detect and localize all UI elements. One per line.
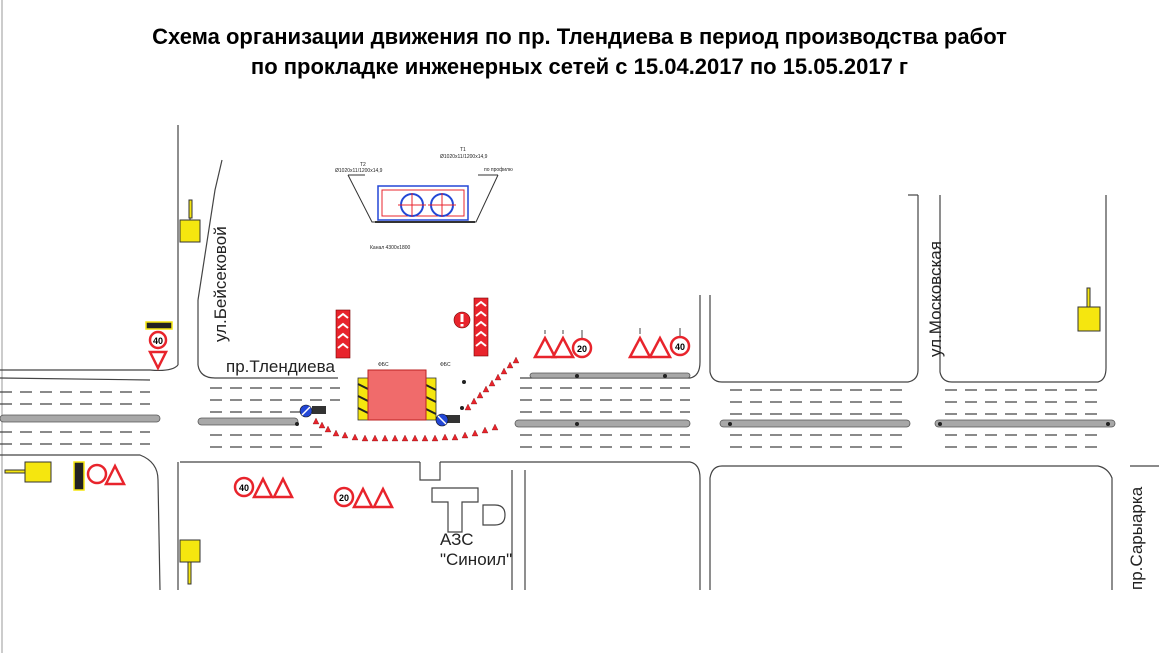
- speed-limit-sign: 20: [577, 344, 587, 354]
- medians: [0, 372, 1116, 428]
- pipe-t2-label: Т2: [360, 162, 366, 168]
- sign-group-west-2: [73, 461, 127, 491]
- sign-group-east-1: 20: [532, 330, 593, 359]
- sign-group-east-2: 40: [627, 328, 691, 359]
- blue-direction-signs: [299, 404, 460, 427]
- diagram-title-line-2: по прокладке инженерных сетей с 15.04.20…: [250, 54, 909, 79]
- work-zone: ФБС ФБС: [357, 362, 451, 421]
- street-label-beisekova: ул.Бейсековой: [211, 226, 230, 342]
- speed-limit-sign: 20: [339, 493, 349, 503]
- trench-size: Канал 4300x1800: [370, 245, 411, 251]
- lane-markings: [0, 387, 1100, 448]
- sign-group-south-1: 40: [233, 476, 295, 499]
- diagram-title-line-1: Схема организации движения по пр. Тленди…: [152, 24, 1007, 49]
- trench-cross-section: Т2 Ø1020x11/1200x14,9 Т1 Ø1020x11/1200x1…: [335, 147, 513, 251]
- fuel-station-name: АЗС: [440, 530, 474, 549]
- sign-group-south-2: 20: [333, 486, 395, 509]
- fbs-label-left: ФБС: [378, 362, 389, 368]
- yellow-markers: [4, 199, 1101, 585]
- profile-note: по профилю: [484, 167, 513, 173]
- pipe-t1-spec: Ø1020x11/1200x14,9: [440, 154, 488, 160]
- speed-limit-sign: 40: [153, 336, 163, 346]
- traffic-cones: [312, 356, 520, 442]
- fbs-label-right: ФБС: [440, 362, 451, 368]
- street-label-moskovskaya: ул.Московская: [926, 241, 945, 357]
- street-label-tlendieva: пр.Тлендиева: [226, 357, 335, 376]
- chevron-barriers: [335, 297, 489, 359]
- pipe-t1-label: Т1: [460, 147, 466, 153]
- excavation-area: [367, 369, 427, 421]
- median-posts: [295, 374, 1110, 426]
- road-outlines: [0, 125, 1159, 591]
- pipe-t2-spec: Ø1020x11/1200x14,9: [335, 168, 383, 174]
- sign-group-west-1: 40: [145, 321, 173, 371]
- fuel-station-symbol: [431, 487, 506, 533]
- fuel-station-brand: "Синоил": [440, 550, 512, 569]
- speed-limit-sign: 40: [675, 342, 685, 352]
- speed-limit-sign: 40: [239, 483, 249, 493]
- street-label-saryarka: пр.Сарыарка: [1127, 486, 1146, 590]
